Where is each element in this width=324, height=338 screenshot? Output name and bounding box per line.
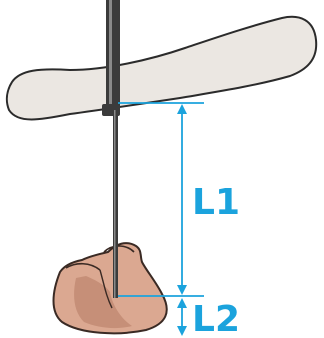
l2-arrow-bottom: [177, 326, 187, 336]
l2-label: L2: [192, 299, 240, 338]
needle-hub-highlight: [109, 0, 112, 110]
tooth-root: [54, 243, 167, 333]
l2-arrow-top: [177, 298, 187, 308]
soft-tissue-layer: [7, 17, 316, 120]
needle-shaft-highlight: [114, 110, 116, 298]
l1-label: L1: [192, 182, 240, 223]
needle-hub: [106, 0, 120, 110]
l1-arrow-top: [177, 104, 187, 114]
l1-arrow-bottom: [177, 285, 187, 295]
